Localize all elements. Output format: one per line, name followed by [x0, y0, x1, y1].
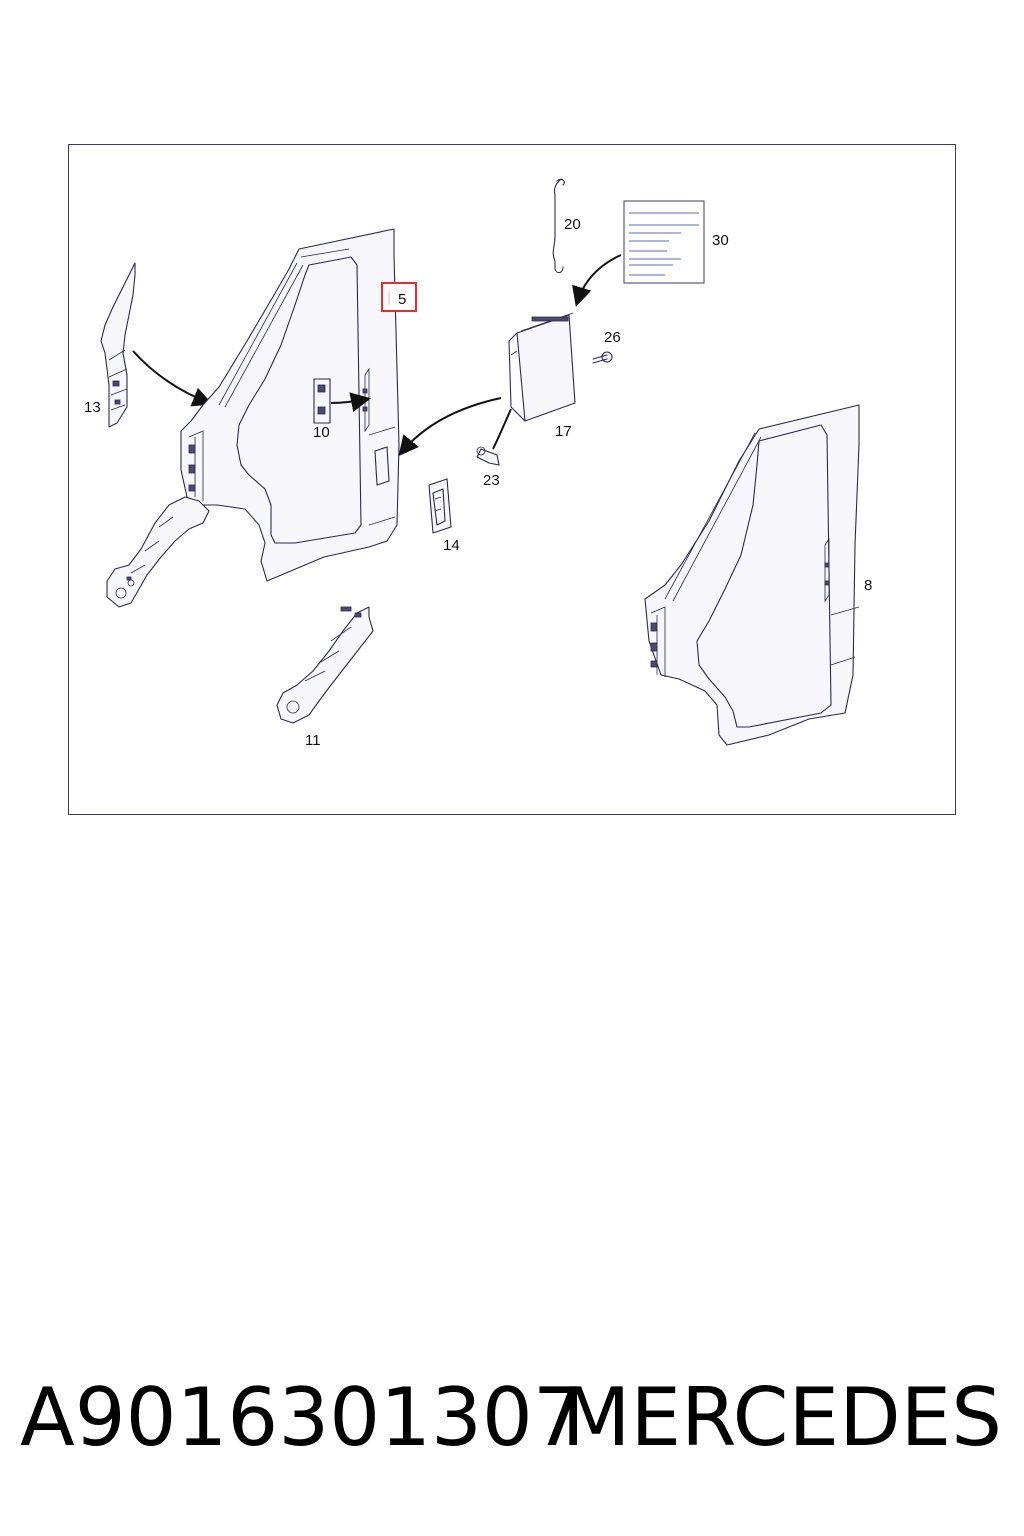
- callout-11: 11: [305, 732, 321, 749]
- callout-30: 30: [712, 232, 729, 249]
- callout-26: 26: [604, 329, 621, 346]
- caption-bar: A9016301307 MERCEDES: [0, 1368, 1024, 1478]
- part-10-bracket: [313, 378, 331, 424]
- callout-10: 10: [313, 424, 330, 441]
- part-11-wheel-arch: [106, 496, 210, 608]
- callout-5: 5: [398, 291, 406, 308]
- parts-diagram: 13: [84, 178, 872, 749]
- part-5-side-panel: [180, 228, 400, 582]
- callout-17: 17: [555, 423, 572, 440]
- part-20-wire: [552, 178, 565, 274]
- part-23-clip: [476, 446, 500, 466]
- part-number: A9016301307: [20, 1371, 584, 1464]
- part-30-label: [623, 200, 705, 284]
- callout-13: 13: [84, 399, 101, 416]
- callout-20: 20: [564, 216, 581, 233]
- brand-name: MERCEDES: [561, 1371, 1002, 1464]
- callout-5-highlight: 5: [381, 282, 417, 312]
- part-17-cover-panel: [508, 312, 576, 422]
- part-13-pillar-reinforcement: [100, 262, 136, 428]
- part-26-screw: [592, 351, 613, 364]
- parts-diagram-frame: 13: [68, 144, 956, 815]
- part-14-handle-recess: [428, 478, 452, 534]
- callout-23: 23: [483, 472, 500, 489]
- callout-14: 14: [443, 537, 460, 554]
- part-11-lower-arch: [276, 606, 374, 724]
- callout-8: 8: [864, 577, 872, 594]
- part-8-right-side-panel: [644, 404, 860, 746]
